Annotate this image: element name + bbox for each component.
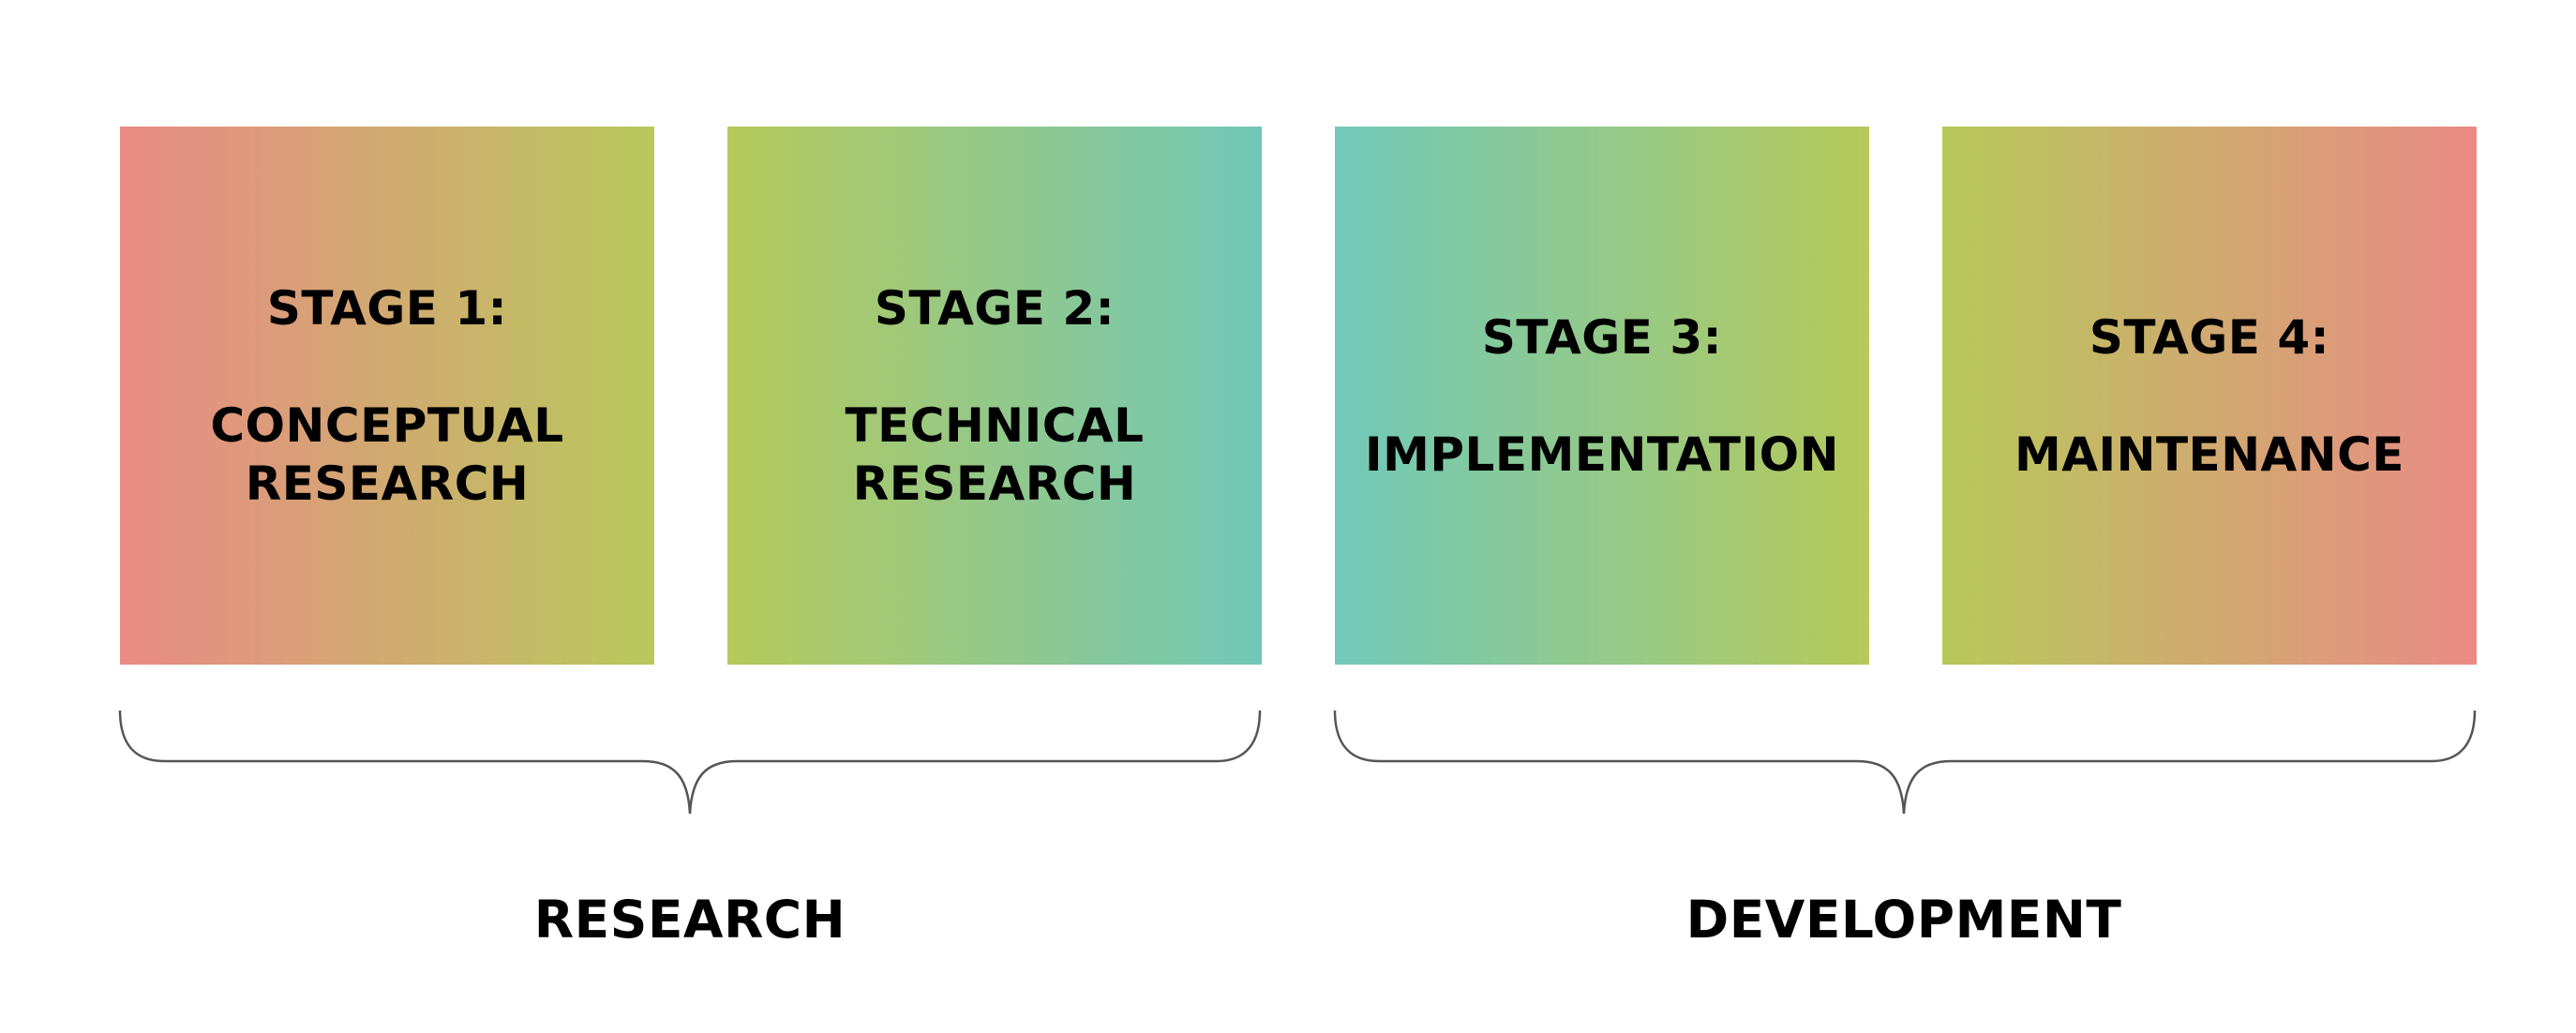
stage-2-title: STAGE 2: — [874, 280, 1116, 336]
development-brace — [1333, 710, 2477, 815]
stage-1-title: STAGE 1: — [266, 280, 508, 336]
research-brace — [118, 710, 1262, 815]
stage-4-name: MAINTENANCE — [2014, 427, 2404, 482]
stage-3-title: STAGE 3: — [1481, 309, 1723, 365]
stage-2-name: TECHNICAL RESEARCH — [845, 397, 1145, 511]
stage-4-box: STAGE 4: MAINTENANCE — [1942, 127, 2477, 665]
stage-2-box: STAGE 2: TECHNICAL RESEARCH — [727, 127, 1262, 665]
stage-3-name: IMPLEMENTATION — [1365, 427, 1839, 482]
stage-1-box: STAGE 1: CONCEPTUAL RESEARCH — [120, 127, 654, 665]
research-group-label: RESEARCH — [533, 890, 846, 950]
stage-1-name: CONCEPTUAL RESEARCH — [210, 397, 564, 511]
development-group-label: DEVELOPMENT — [1685, 890, 2122, 950]
stage-3-box: STAGE 3: IMPLEMENTATION — [1335, 127, 1869, 665]
stage-4-title: STAGE 4: — [2089, 309, 2330, 365]
